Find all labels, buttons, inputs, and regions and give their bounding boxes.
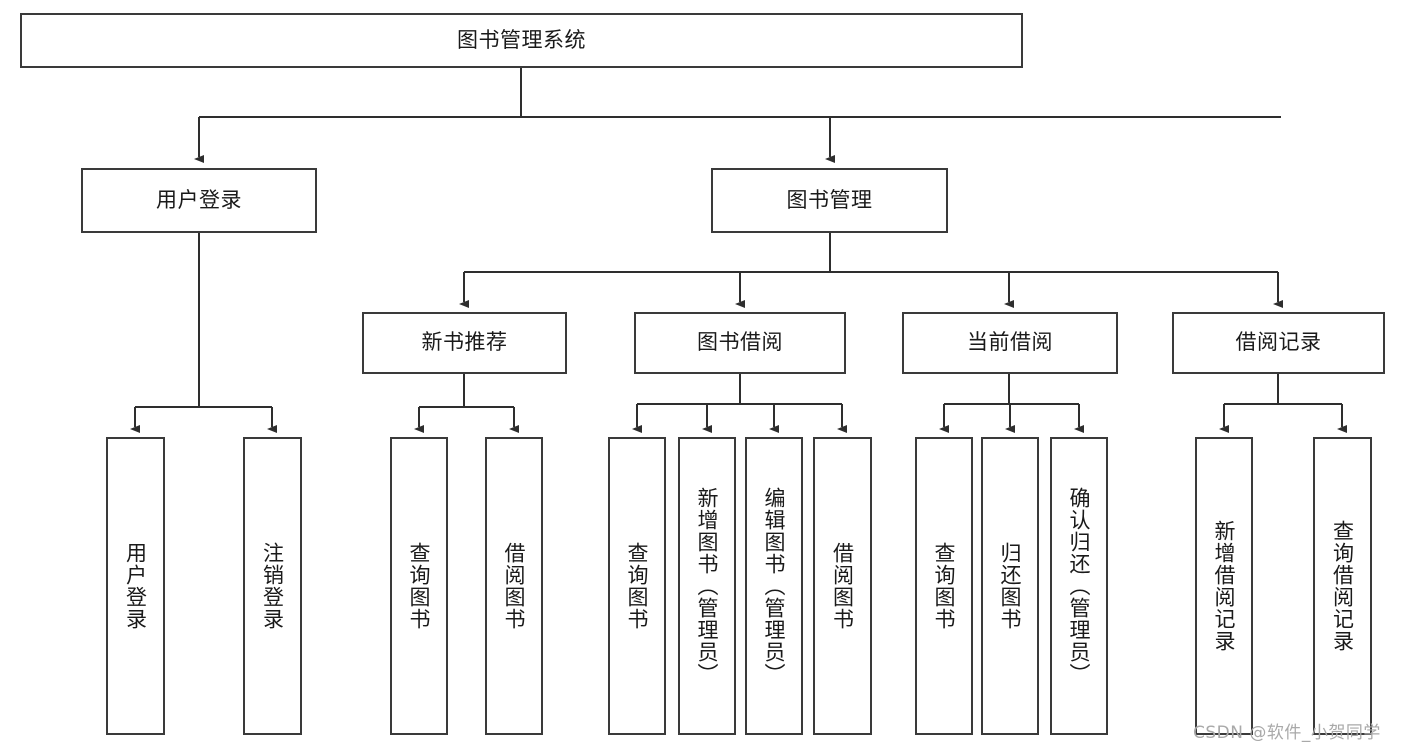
node-leaf-query-book-recommend[interactable]: 查询图书 xyxy=(390,437,448,735)
node-label: 查询图书 xyxy=(932,542,957,630)
node-borrow-record[interactable]: 借阅记录 xyxy=(1172,312,1385,374)
node-label: 新增借阅记录 xyxy=(1212,520,1237,652)
node-label: 图书管理系统 xyxy=(457,27,586,52)
node-label: 图书管理 xyxy=(786,187,873,212)
node-leaf-query-book-borrow[interactable]: 查询图书 xyxy=(608,437,666,735)
node-leaf-add-borrow-record[interactable]: 新增借阅记录 xyxy=(1195,437,1253,735)
node-label: 确认归还（管理员） xyxy=(1067,487,1092,685)
node-leaf-edit-book-admin[interactable]: 编辑图书（管理员） xyxy=(745,437,803,735)
node-current-borrow[interactable]: 当前借阅 xyxy=(902,312,1118,374)
node-leaf-confirm-return-admin[interactable]: 确认归还（管理员） xyxy=(1050,437,1108,735)
node-leaf-add-book-admin[interactable]: 新增图书（管理员） xyxy=(678,437,736,735)
node-label: 用户登录 xyxy=(156,187,242,212)
node-user-login[interactable]: 用户登录 xyxy=(81,168,317,233)
node-label: 图书借阅 xyxy=(697,330,783,355)
node-label: 新书推荐 xyxy=(421,330,508,355)
node-label: 借阅图书 xyxy=(502,542,527,630)
node-book-management[interactable]: 图书管理 xyxy=(711,168,948,233)
node-label: 新增图书（管理员） xyxy=(695,487,720,685)
node-label: 注销登录 xyxy=(260,542,285,630)
node-label: 查询借阅记录 xyxy=(1330,520,1355,652)
node-leaf-query-borrow-record[interactable]: 查询借阅记录 xyxy=(1313,437,1372,735)
node-leaf-query-book-current[interactable]: 查询图书 xyxy=(915,437,973,735)
node-leaf-borrow-book-recommend[interactable]: 借阅图书 xyxy=(485,437,543,735)
node-leaf-borrow-book[interactable]: 借阅图书 xyxy=(813,437,872,735)
node-book-borrow[interactable]: 图书借阅 xyxy=(634,312,846,374)
node-leaf-return-book[interactable]: 归还图书 xyxy=(981,437,1039,735)
node-label: 借阅记录 xyxy=(1235,330,1322,355)
node-label: 查询图书 xyxy=(625,542,650,630)
node-label: 归还图书 xyxy=(998,542,1023,630)
csdn-watermark: CSDN @软件_小贺同学 xyxy=(1193,723,1381,743)
node-leaf-logout[interactable]: 注销登录 xyxy=(243,437,302,735)
node-label: 查询图书 xyxy=(407,542,432,630)
node-label: 用户登录 xyxy=(123,542,148,630)
node-label: 借阅图书 xyxy=(830,542,855,630)
node-leaf-user-login[interactable]: 用户登录 xyxy=(106,437,165,735)
node-label: 编辑图书（管理员） xyxy=(762,487,787,685)
node-new-book-recommend[interactable]: 新书推荐 xyxy=(362,312,567,374)
node-root-book-management-system[interactable]: 图书管理系统 xyxy=(20,13,1023,68)
node-label: 当前借阅 xyxy=(967,330,1053,355)
